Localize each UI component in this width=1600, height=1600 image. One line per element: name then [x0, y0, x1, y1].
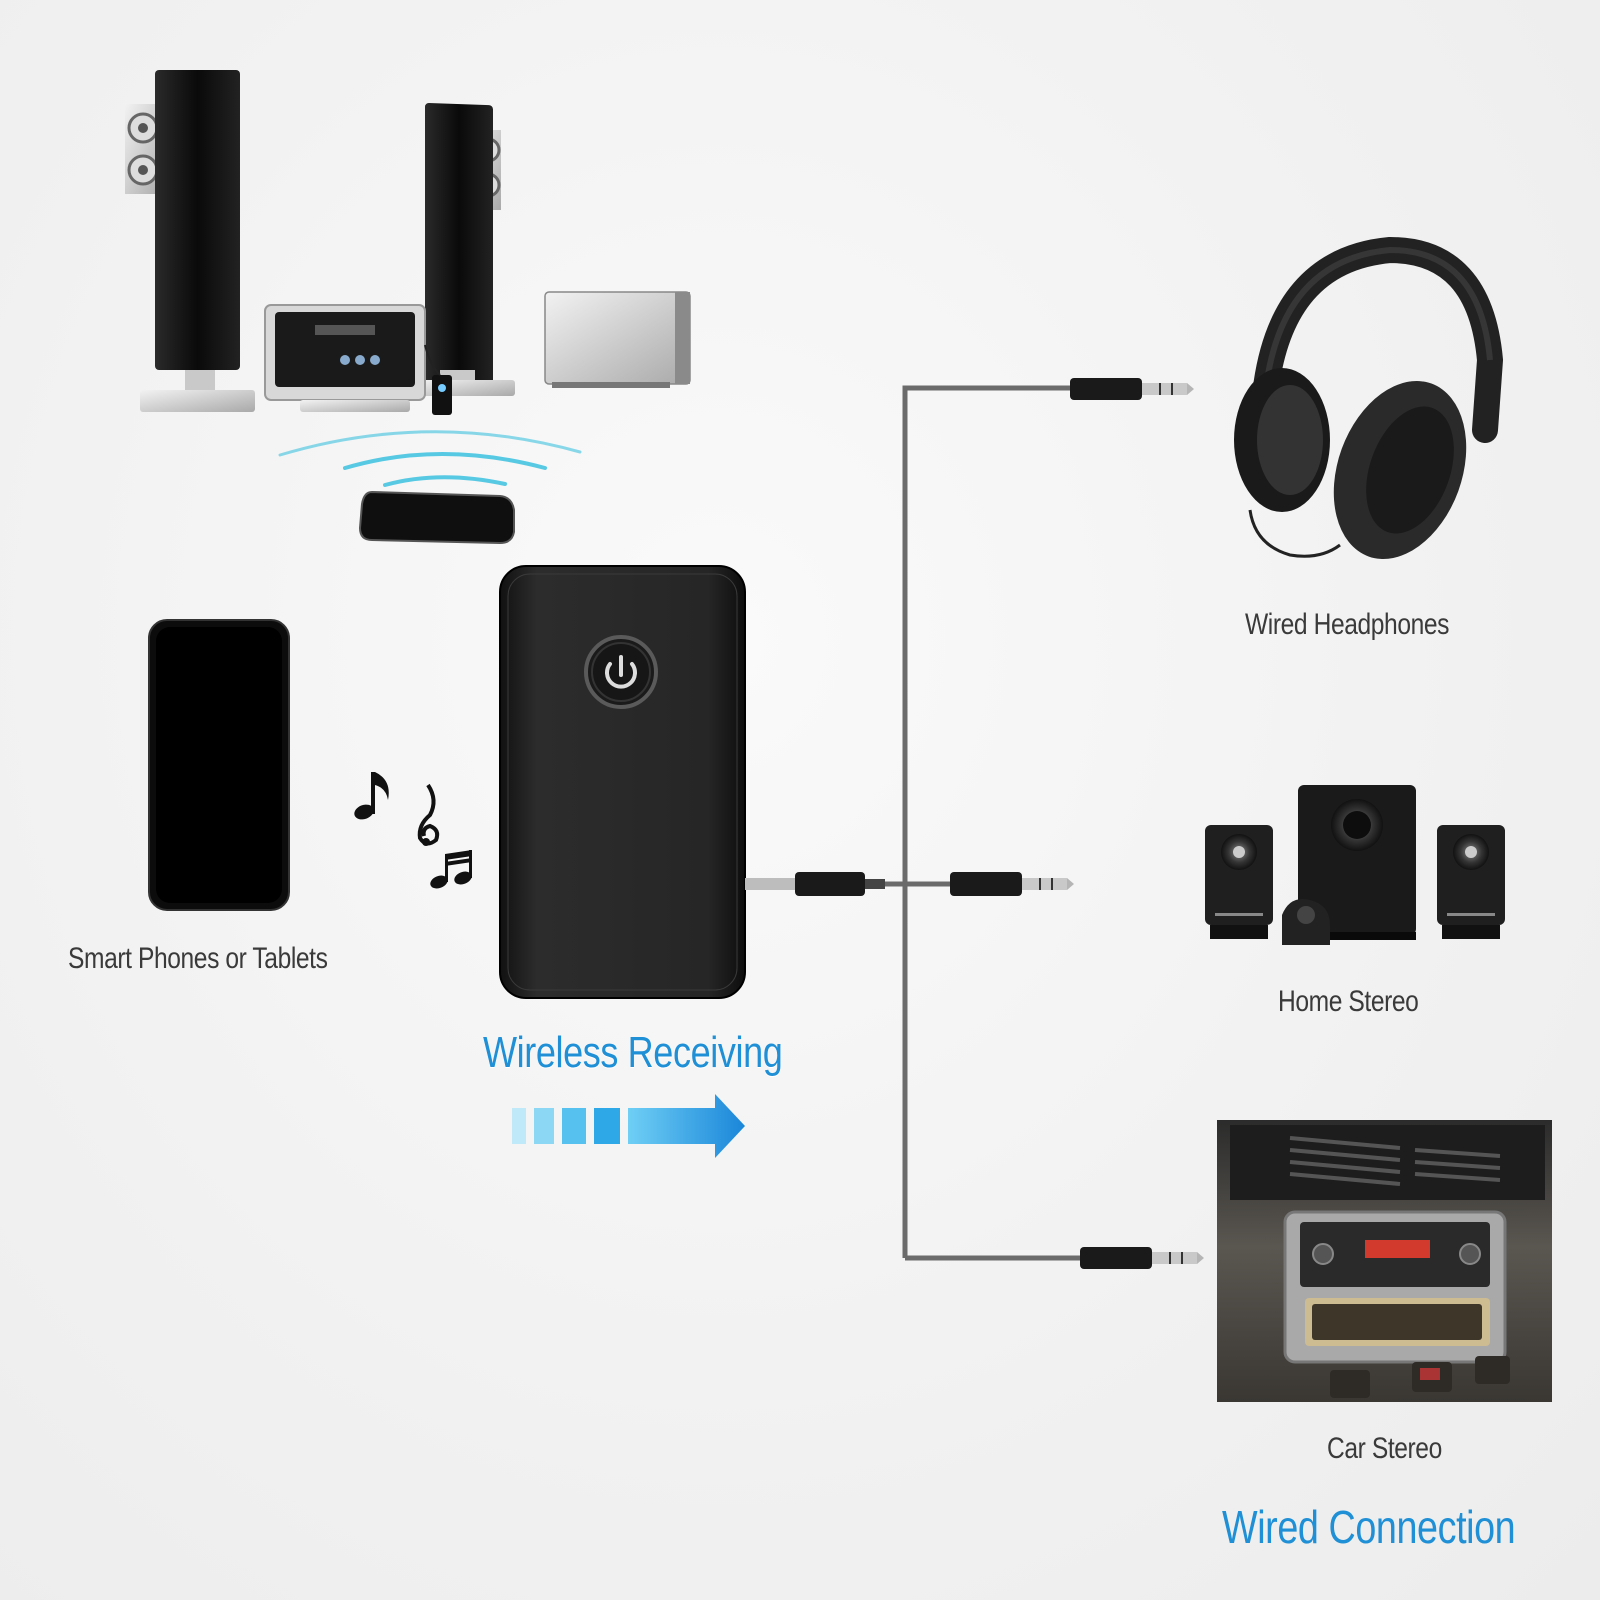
label-wired-connection: Wired Connection — [1222, 1501, 1516, 1553]
label-wireless-receiving: Wireless Receiving — [483, 1028, 783, 1077]
box-speaker — [544, 291, 691, 385]
aux-jack-plug-headphones — [1070, 378, 1194, 400]
audio-cables — [745, 385, 1080, 1261]
beamed-notes-icon — [430, 850, 472, 889]
aux-jack-plug-car-stereo — [1080, 1247, 1204, 1269]
aux-jack-plug-home-stereo — [950, 872, 1074, 896]
phone-lying — [358, 490, 515, 545]
left-tower-speaker — [155, 70, 240, 370]
aux-jack-plug — [745, 872, 885, 896]
treble-clef-icon — [417, 783, 440, 846]
label-home-stereo: Home Stereo — [1278, 985, 1419, 1018]
music-note-icon — [354, 772, 389, 820]
right-tower-speaker — [425, 102, 493, 386]
power-icon — [584, 635, 658, 709]
home-stereo-illustration — [1205, 785, 1505, 945]
wireless-waves — [278, 430, 582, 487]
headphones-illustration — [1234, 236, 1504, 560]
music-notes — [354, 772, 472, 889]
bluetooth-receiver-device — [499, 565, 746, 999]
car-stereo-illustration — [1217, 1120, 1552, 1402]
arrow-right-icon — [512, 1094, 745, 1158]
label-wired-headphones: Wired Headphones — [1245, 608, 1450, 641]
smartphone-illustration — [148, 619, 290, 911]
label-smart-phones-or-tablets: Smart Phones or Tablets — [68, 942, 328, 975]
home-audio-scene-illustration — [125, 70, 691, 545]
label-car-stereo: Car Stereo — [1327, 1432, 1442, 1465]
